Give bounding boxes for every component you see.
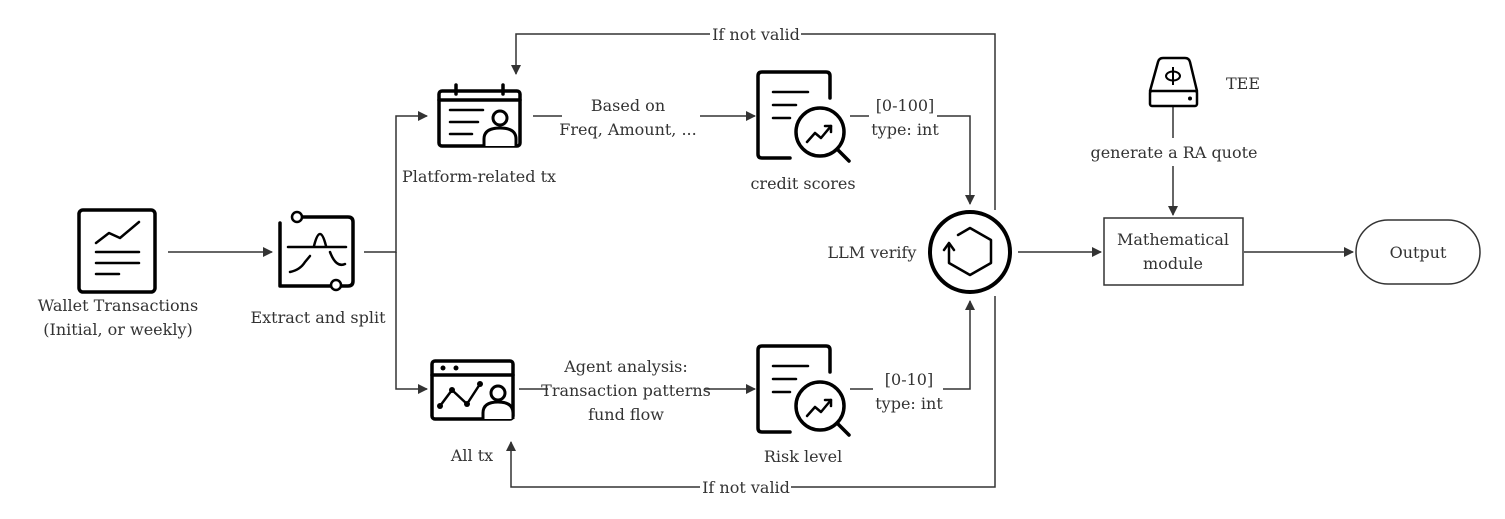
browser-analytics-user-icon: [430, 359, 515, 421]
output-label: Output: [1390, 243, 1447, 262]
document-magnifier-icon: [756, 70, 851, 163]
credit-scores-label: credit scores: [750, 174, 855, 193]
edge-label-fund-flow: fund flow: [588, 405, 664, 424]
wallet-transactions-sublabel: (Initial, or weekly): [43, 320, 192, 339]
edge-label-risk-range: [0-10]: [885, 370, 933, 389]
document-chart-icon: [77, 208, 157, 294]
circular-refresh-hexagon-icon: [928, 210, 1012, 294]
edge-label-agent-analysis: Agent analysis:: [563, 357, 688, 376]
edge-label-if-not-valid-top: If not valid: [712, 25, 800, 44]
mathematical-module-box: [1103, 217, 1244, 286]
llm-verify-label: LLM verify: [828, 243, 917, 262]
edge-risk-to-llm: [850, 301, 970, 390]
document-magnifier-icon: [756, 344, 851, 437]
edge-llm-feedback-platform: [516, 33, 996, 210]
all-tx-label: All tx: [450, 446, 493, 465]
tee-label: TEE: [1226, 74, 1260, 93]
output-terminal: [1355, 219, 1481, 285]
edge-label-credit-type: type: int: [871, 120, 939, 139]
hardware-enclave-icon: [1148, 56, 1199, 108]
wallet-transactions-label: Wallet Transactions: [38, 296, 198, 315]
edge-label-transaction-patterns: Transaction patterns: [541, 381, 711, 400]
mathematical-module-sublabel: module: [1143, 254, 1203, 273]
risk-level-label: Risk level: [764, 447, 842, 466]
edge-label-risk-type: type: int: [875, 394, 943, 413]
calendar-profile-icon: [437, 83, 522, 148]
edge-label-if-not-valid-bottom: If not valid: [702, 478, 790, 497]
edge-credit-to-llm: [850, 115, 970, 204]
edge-llm-feedback-all: [511, 296, 996, 488]
edge-label-generate-ra-quote: generate a RA quote: [1090, 143, 1257, 162]
edge-label-credit-range: [0-100]: [876, 96, 935, 115]
extract-and-split-label: Extract and split: [250, 308, 386, 327]
platform-related-tx-label: Platform-related tx: [402, 167, 556, 186]
mathematical-module-label: Mathematical: [1117, 230, 1229, 249]
edge-extract-to-platform: [364, 111, 428, 253]
edge-label-based-on: Based on: [591, 96, 665, 115]
edge-extract-to-all: [395, 252, 428, 394]
signal-filter-icon: [278, 210, 355, 292]
edge-label-freq-amount: Freq, Amount, ...: [559, 120, 696, 139]
